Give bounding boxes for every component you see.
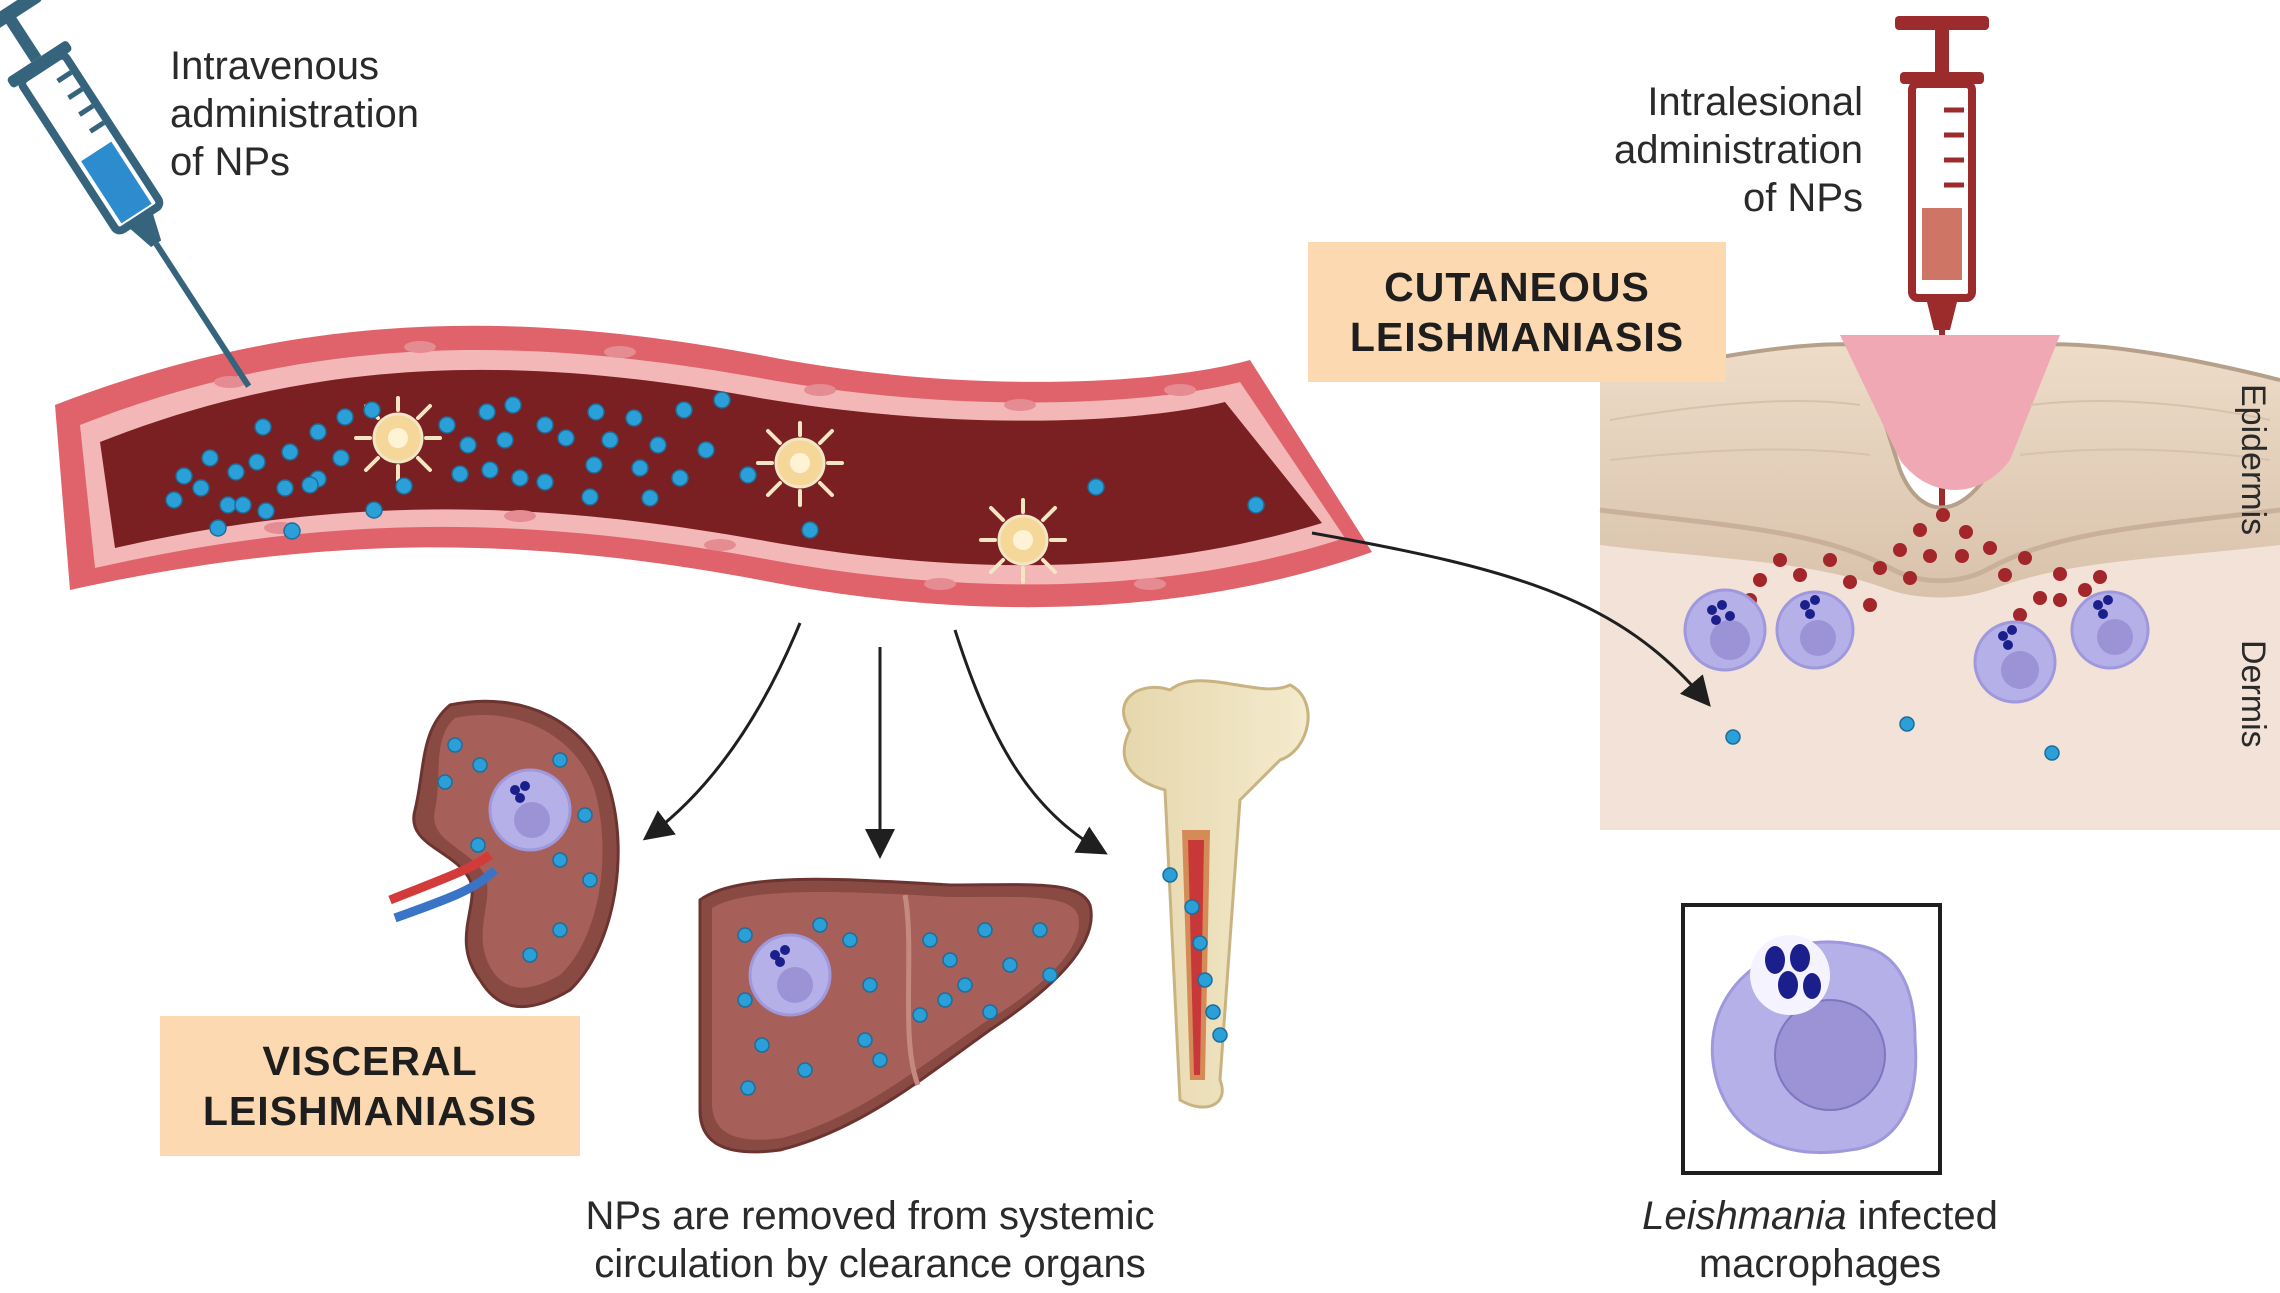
- intralesional-line-2: administration: [1613, 128, 1863, 172]
- macrophage-caption: Leishmania infected macrophages: [1590, 1192, 2050, 1288]
- visceral-line-2: LEISHMANIASIS: [202, 1088, 538, 1134]
- intralesional-line-1: Intralesional: [1647, 80, 1863, 124]
- macrophage-icon: [1681, 903, 1942, 1175]
- liver-icon: [698, 877, 1093, 1154]
- cutaneous-line-2: LEISHMANIASIS: [1349, 314, 1685, 360]
- blood-vessel: [55, 325, 1372, 608]
- macrophage-caption-line-2: macrophages: [1698, 1242, 1942, 1286]
- dermis-label: Dermis: [2234, 640, 2272, 748]
- visceral-line-1: VISCERAL: [262, 1038, 478, 1084]
- intralesional-line-3: of NPs: [1742, 176, 1863, 220]
- arrow-group: [642, 531, 1711, 859]
- intravenous-label: Intravenous administration of NPs: [170, 42, 419, 186]
- intravenous-line-2: administration: [170, 92, 420, 136]
- intravenous-line-1: Intravenous: [170, 44, 380, 88]
- spleen-icon: [388, 699, 620, 1009]
- intralesional-label: Intralesional administration of NPs: [1543, 78, 1863, 222]
- infected-text: infected: [1846, 1194, 1998, 1238]
- skin-section: [1599, 335, 2280, 830]
- macrophage-caption-line-1: Leishmania infected: [1590, 1192, 2050, 1240]
- syringe-icon: [0, 0, 252, 388]
- epidermis-label: Epidermis: [2234, 384, 2272, 536]
- bone-icon: [1122, 679, 1310, 1109]
- cutaneous-label-box: CUTANEOUS LEISHMANIASIS: [1308, 242, 1726, 382]
- cutaneous-line-1: CUTANEOUS: [1384, 264, 1650, 310]
- clearance-line-2: circulation by clearance organs: [594, 1242, 1146, 1286]
- leishmania-italic: Leishmania: [1642, 1194, 1847, 1238]
- clearance-caption: NPs are removed from systemic circulatio…: [540, 1192, 1200, 1288]
- macrophage-icon: [1683, 588, 2150, 704]
- visceral-label-box: VISCERAL LEISHMANIASIS: [160, 1016, 580, 1156]
- intravenous-line-3: of NPs: [170, 140, 291, 184]
- clearance-line-1: NPs are removed from systemic: [585, 1194, 1155, 1238]
